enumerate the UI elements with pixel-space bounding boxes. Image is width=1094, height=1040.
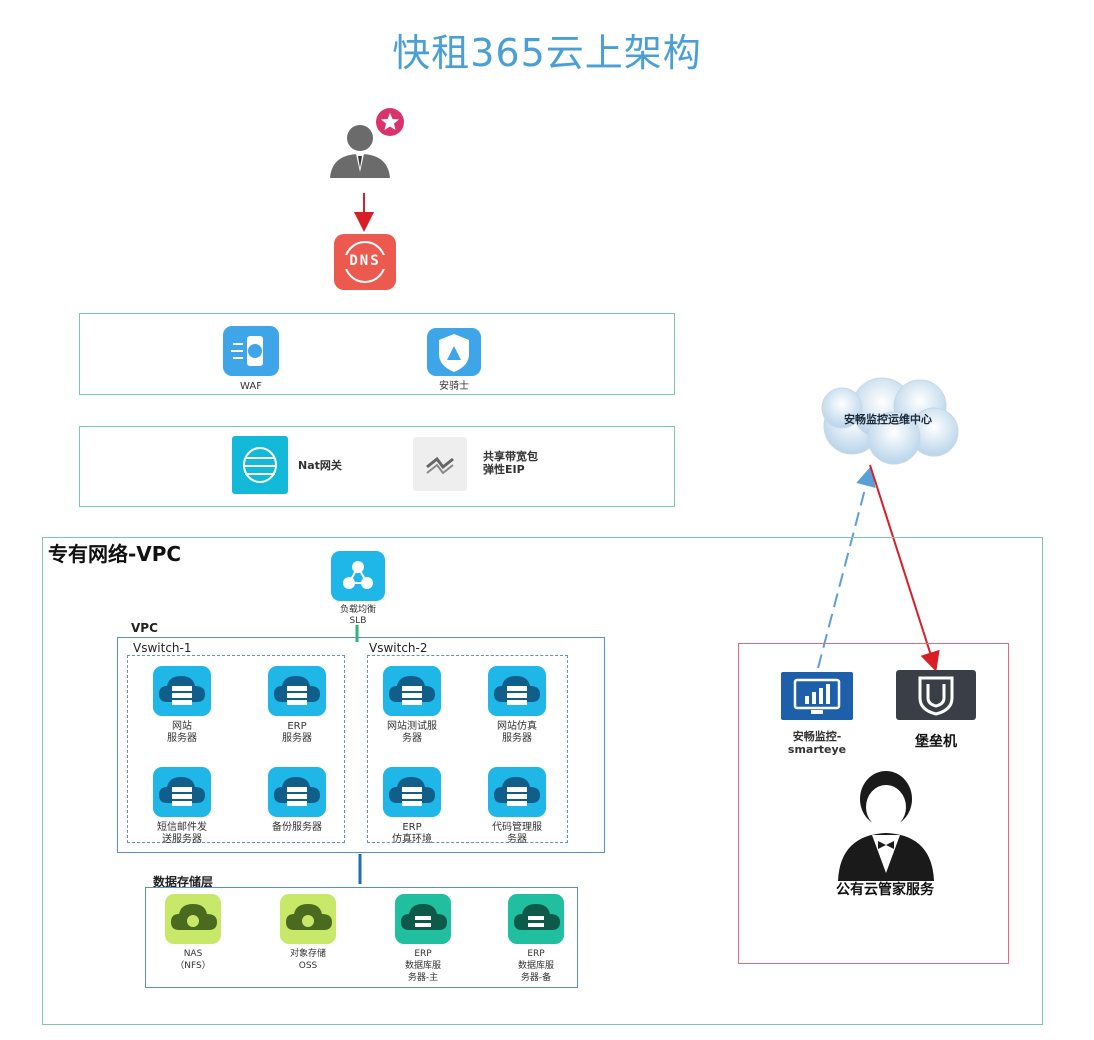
vswitch2-server-label: 代码管理服 xyxy=(492,822,542,833)
storage-item-label: 务器-备 xyxy=(520,973,552,983)
nat-gateway-icon xyxy=(232,436,288,494)
storage-item-label: NAS xyxy=(183,949,203,959)
bastion-label: 堡垒机 xyxy=(915,734,957,750)
storage-item-label: OSS xyxy=(298,961,318,971)
eip-label-line2: 弹性EIP xyxy=(483,463,525,476)
diagram-title: 快租365云上架构 xyxy=(392,31,702,75)
vswitch2-server-label: 网站仿真 xyxy=(497,721,537,732)
eip-label-line1: 共享带宽包 xyxy=(483,450,538,463)
eip-icon xyxy=(413,437,467,491)
security-box xyxy=(79,313,675,395)
vswitch1-server-label: 服务器 xyxy=(167,733,197,744)
vswitch1-server-icon xyxy=(268,666,326,716)
managed-service-box xyxy=(738,643,1009,964)
storage-item-label: ERP xyxy=(414,949,432,959)
storage-title: 数据存储层 xyxy=(153,875,214,889)
vswitch1-server-label: 备份服务器 xyxy=(272,822,322,833)
vswitch1-server-icon xyxy=(268,767,326,817)
vpc-outer-box xyxy=(42,537,1043,1025)
waf-label: WAF xyxy=(240,381,262,392)
dns-icon: DNS xyxy=(334,234,396,290)
vswitch1-server-label: ERP xyxy=(287,721,307,732)
user-icon xyxy=(330,108,404,178)
slb-icon xyxy=(331,551,385,601)
vpc-inner-box xyxy=(117,637,605,853)
vswitch2-server-icon xyxy=(383,666,441,716)
vswitch2-server-label: 网站测试服 xyxy=(387,721,437,732)
vswitch2-server-label: ERP xyxy=(402,822,422,833)
smarteye-icon xyxy=(781,672,853,720)
vswitch1-server-label: 短信邮件发 xyxy=(157,822,207,833)
storage-item-label: （NFS） xyxy=(175,961,211,971)
storage-item-label: ERP xyxy=(527,949,545,959)
vswitch2-server-icon xyxy=(488,767,546,817)
anqishi-icon xyxy=(427,328,481,376)
vswitch1-server-icon xyxy=(153,767,211,817)
vswitch2-box xyxy=(367,655,568,843)
storage-item-label: 数据库服 xyxy=(517,961,554,971)
cloud-icon xyxy=(821,377,959,465)
smarteye-to-cloud-dashed xyxy=(817,466,876,669)
bastion-icon xyxy=(896,670,976,720)
storage-item-label: 数据库服 xyxy=(404,961,441,971)
vswitch2-server-icon xyxy=(383,767,441,817)
storage-box xyxy=(145,887,578,988)
butler-icon xyxy=(834,769,938,881)
smarteye-label-line1: 安畅监控- xyxy=(792,730,842,743)
storage-item-label: 务器-主 xyxy=(407,973,439,983)
vswitch2-server-label: 服务器 xyxy=(502,733,532,744)
vswitch2-server-icon xyxy=(488,666,546,716)
smarteye-label-line2: smarteye xyxy=(787,743,847,756)
database-icon xyxy=(508,894,564,944)
vpc-inner-title: VPC xyxy=(131,621,158,635)
vpc-outer-title: 专有网络-VPC xyxy=(48,542,182,566)
managed-service-label: 公有云管家服务 xyxy=(836,882,934,898)
monitor-cloud-label: 安畅监控运维中心 xyxy=(844,413,932,426)
vswitch2-server-label: 仿真环境 xyxy=(392,834,432,845)
user-avatar xyxy=(328,108,408,180)
gateway-box xyxy=(79,426,675,507)
database-icon xyxy=(395,894,451,944)
vswitch1-server-icon xyxy=(153,666,211,716)
storage-item-label: 对象存储 xyxy=(289,949,326,959)
dns-icon-text: DNS xyxy=(349,253,381,269)
nas-icon xyxy=(165,894,221,944)
slb-label-line1: 负载均衡 xyxy=(339,605,376,615)
cloud-to-bastion-arrow xyxy=(869,464,940,672)
vswitch1-box xyxy=(127,655,345,843)
vswitch1-title: Vswitch-1 xyxy=(133,641,192,655)
waf-icon xyxy=(223,326,279,376)
vswitch2-server-label: 务器 xyxy=(402,733,422,744)
anqishi-label: 安骑士 xyxy=(439,381,469,392)
monitor-cloud: 安畅监控运维中心 xyxy=(812,368,964,468)
vswitch1-server-label: 服务器 xyxy=(282,733,312,744)
vswitch2-server-label: 务器 xyxy=(507,834,527,845)
oss-icon xyxy=(280,894,336,944)
vswitch1-server-label: 网站 xyxy=(172,721,192,732)
vswitch2-title: Vswitch-2 xyxy=(369,641,428,655)
vswitch1-server-label: 送服务器 xyxy=(162,834,202,845)
nat-gateway-label: Nat网关 xyxy=(298,459,342,472)
slb-label-line2: SLB xyxy=(349,616,367,626)
